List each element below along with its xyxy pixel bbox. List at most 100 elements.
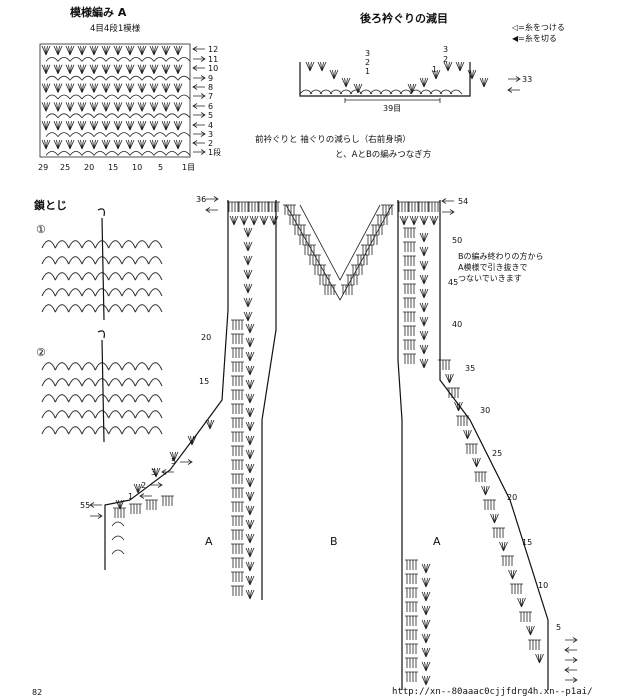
row-label: 30 — [480, 406, 490, 415]
fan-stitch — [137, 102, 147, 112]
post-stitch — [404, 601, 419, 613]
main-front-chart: 36 20 15 5 3 2 1 55 54 50 45 40 35 30 25… — [80, 195, 578, 690]
fan-stitch — [419, 232, 429, 243]
chain-arch-stitch — [45, 113, 59, 119]
post-stitch — [500, 555, 515, 567]
post-stitch — [230, 361, 245, 373]
chain-arch-stitch — [129, 150, 143, 156]
row-arrow — [564, 667, 578, 673]
fan-stitch — [149, 102, 159, 112]
fan-stitch — [149, 64, 159, 75]
fan-stitch — [125, 83, 135, 93]
chain-arch-stitch — [105, 94, 119, 100]
chain-arch-stitch — [69, 132, 83, 138]
col-number: 20 — [84, 163, 94, 172]
back-neck-outline — [299, 62, 471, 97]
fan-stitch — [77, 120, 87, 131]
chain-arch-stitch — [105, 113, 119, 119]
chain-arch-stitch — [93, 132, 107, 138]
chain-arch-stitch — [105, 57, 119, 62]
fan-stitch — [243, 241, 253, 252]
legend-attach: ◁=糸をつける — [511, 22, 565, 32]
chain-arch-stitch — [117, 150, 131, 156]
row-number: 7 — [208, 92, 213, 101]
fan-stitch — [65, 45, 75, 56]
chain-arch-stitch — [57, 75, 71, 81]
post-stitch — [455, 415, 470, 427]
fan-stitch — [472, 457, 481, 468]
chain-arch-stitch — [165, 57, 179, 62]
fan-stitch — [161, 45, 171, 56]
fan-stitch — [455, 61, 465, 72]
row-label: 40 — [452, 320, 462, 329]
fan-stitch — [77, 64, 87, 75]
col-number: 29 — [38, 163, 48, 172]
fan-stitch — [89, 45, 99, 56]
post-stitch — [402, 241, 417, 253]
chain-arch-stitch — [111, 521, 125, 527]
fan-stitch — [245, 547, 255, 558]
chain-arch-stitch — [93, 94, 107, 100]
chain-arch-stitch — [105, 132, 119, 138]
post-stitch — [230, 501, 245, 513]
chain-arch-stitch — [45, 150, 59, 156]
row-arrow — [564, 647, 578, 653]
row-label: 10 — [538, 581, 548, 590]
chain-arch-stitch — [45, 132, 59, 138]
post-stitch — [509, 583, 524, 595]
post-stitch — [491, 527, 506, 539]
chain-arch-stitch — [153, 75, 167, 81]
neck-left-row: 1 — [365, 67, 370, 76]
fan-stitch — [243, 269, 253, 280]
right-row-numbers: 54 50 45 40 35 30 25 20 15 10 5 — [448, 197, 561, 632]
fan-stitch — [329, 69, 339, 80]
fan-stitch — [421, 619, 431, 630]
chain-arch-stitch — [141, 94, 155, 100]
pattern-a-row-arrows — [192, 46, 206, 155]
fan-stitch — [409, 215, 419, 226]
fan-stitch — [137, 64, 147, 75]
fan-stitch — [149, 45, 159, 56]
yarn-strand — [41, 272, 163, 281]
row-number: 6 — [208, 102, 213, 111]
neck-right-row: 3 — [443, 45, 448, 54]
piece-a-left-outline — [104, 200, 229, 570]
piece-b-right-edge — [397, 200, 403, 690]
fan-stitch — [89, 102, 99, 112]
post-stitch — [230, 515, 245, 527]
yarn-strand — [41, 288, 163, 297]
fan-stitch — [113, 102, 123, 112]
fan-stitch — [353, 83, 363, 94]
row-label: 50 — [452, 236, 462, 245]
fan-stitch — [161, 83, 171, 93]
fan-stitch — [205, 419, 215, 430]
row-label-5: 5 — [171, 457, 176, 466]
fan-stitch — [113, 120, 123, 131]
fan-stitch — [481, 485, 490, 496]
chain-arch-stitch — [129, 113, 143, 119]
fan-stitch — [89, 83, 99, 93]
fan-stitch — [245, 365, 255, 376]
yarn-strand — [41, 410, 163, 419]
chain-join-section: 鎖とじ ① ② — [34, 198, 163, 443]
fan-stitch — [445, 373, 454, 384]
row-number: 3 — [208, 130, 213, 139]
fan-stitch — [173, 83, 183, 93]
post-stitch — [144, 499, 159, 511]
chain-arch-stitch — [69, 57, 83, 62]
post-stitch — [230, 389, 245, 401]
post-stitch — [230, 585, 245, 597]
row-number: 8 — [208, 83, 213, 92]
fan-stitch — [508, 569, 517, 580]
fan-stitch — [421, 647, 431, 658]
front-title-line2: と、AとBの編みつなぎ方 — [335, 149, 431, 160]
fan-stitch — [161, 139, 171, 150]
post-stitch — [404, 587, 419, 599]
chain-arch-stitch — [141, 132, 155, 138]
fan-stitch — [259, 215, 269, 226]
fan-stitch — [421, 675, 431, 686]
chain-arch-stitch — [141, 113, 155, 119]
col-number: 25 — [60, 163, 70, 172]
fan-stitch — [173, 139, 183, 150]
chain-arch-stitch — [81, 57, 95, 62]
